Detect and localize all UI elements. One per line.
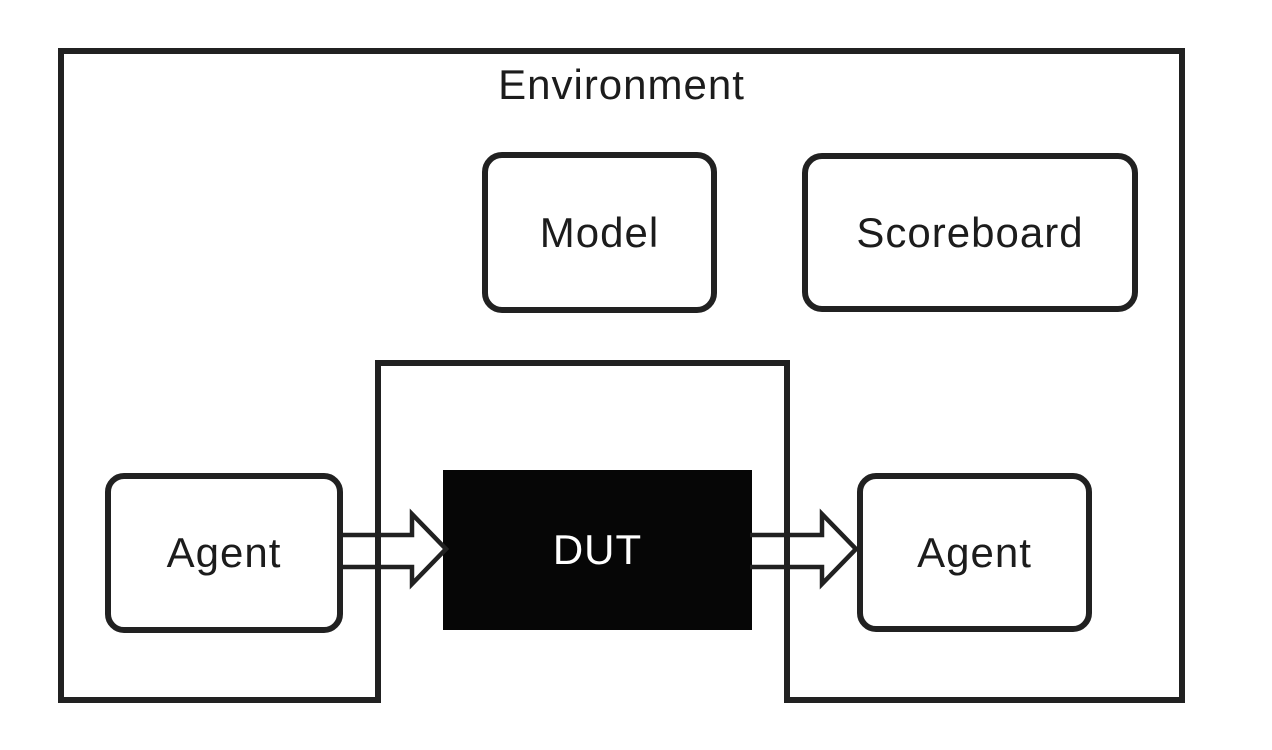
agent-right-box: Agent [857,473,1092,632]
model-label: Model [539,208,660,256]
environment-title: Environment [58,64,1185,106]
environment-label: Environment [498,61,745,108]
agent-right-label: Agent [917,528,1032,576]
scoreboard-box: Scoreboard [802,153,1138,312]
dut-box: DUT [443,470,752,630]
agent-left-box: Agent [105,473,343,633]
dut-label: DUT [552,526,643,573]
model-box: Model [482,152,717,313]
scoreboard-label: Scoreboard [856,208,1084,256]
agent-left-label: Agent [166,529,282,576]
